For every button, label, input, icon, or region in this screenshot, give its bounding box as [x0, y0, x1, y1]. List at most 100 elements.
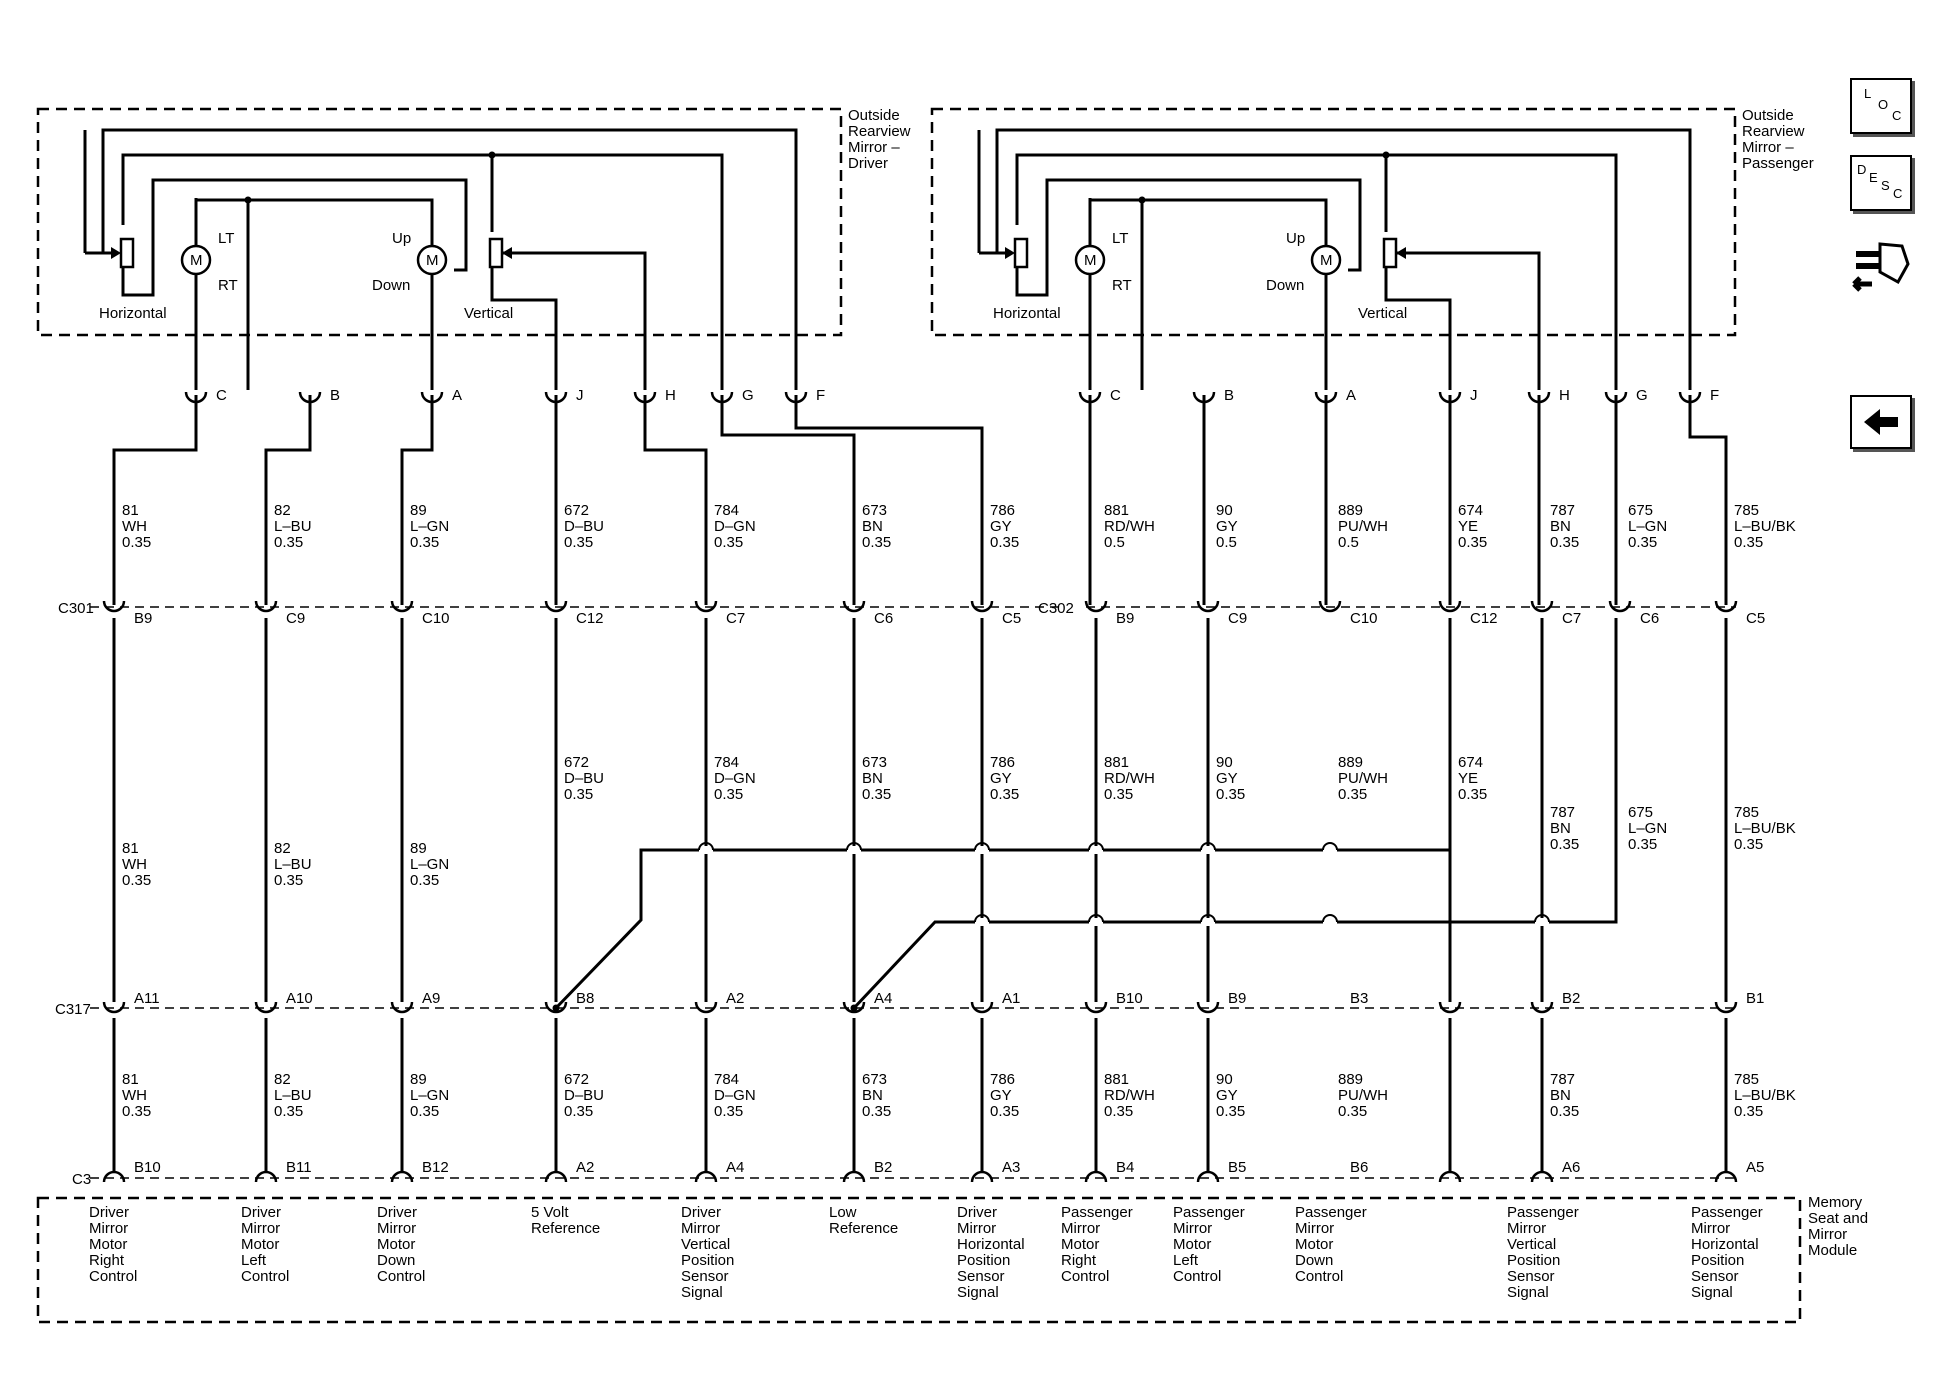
passenger-up-label-line: Up — [1286, 230, 1305, 247]
wire-crossing-gap — [1535, 918, 1549, 926]
driver-pin-label: B — [330, 387, 340, 404]
drv-function-1-line: Driver — [241, 1204, 281, 1221]
pas-function-2-line: Motor — [1295, 1236, 1333, 1253]
pas-c3-pin-1-line: B5 — [1228, 1159, 1246, 1176]
drv-wire-upper-6-line: 786 — [990, 502, 1015, 519]
drv-c3-pin-0: B10 — [134, 1159, 161, 1176]
pas-function-1-line: Motor — [1173, 1236, 1211, 1253]
c317-plug-2 — [390, 1001, 414, 1014]
driver-motor-return — [121, 178, 468, 297]
wire-crossing-gap — [1323, 918, 1337, 926]
pas-function-6-line: Signal — [1691, 1284, 1733, 1301]
arrow-right — [111, 247, 121, 259]
drv-function-4-line: Vertical — [681, 1236, 730, 1253]
c301-plug-6 — [970, 600, 994, 613]
passenger-vertical-label-line: Vertical — [1358, 305, 1407, 322]
back-button[interactable] — [1850, 395, 1912, 449]
driver-up-label: Up — [392, 230, 411, 247]
pas-function-0-line: Right — [1061, 1252, 1097, 1269]
c3-socket-1 — [254, 1170, 278, 1183]
pas-wire-mid-2-line: 0.35 — [1338, 786, 1367, 803]
arrow-right — [1005, 247, 1015, 259]
driver-pot-v-out — [490, 266, 558, 390]
c317-plug-3 — [544, 1001, 568, 1014]
drv-c317-pin-4: A2 — [726, 990, 744, 1007]
passenger-rt-label-line: RT — [1112, 277, 1132, 294]
wire-crossing-gap — [1089, 846, 1103, 854]
driver-title-line: Driver — [848, 155, 888, 172]
connector-view-icon[interactable] — [1850, 232, 1910, 302]
passenger-pin-label-line: J — [1470, 387, 1478, 404]
drv-c3-pin-3: A2 — [576, 1159, 594, 1176]
driver-pot-horizontal — [119, 237, 135, 269]
pas-function-6-line: Mirror — [1691, 1220, 1730, 1237]
drv-wire-lower-3-line: 0.35 — [564, 1103, 593, 1120]
driver-up-label-line: Up — [392, 230, 411, 247]
desc-button[interactable]: D E S C — [1850, 155, 1912, 211]
driver-mirror-box — [36, 107, 843, 337]
passenger-pot-horizontal — [1013, 237, 1029, 269]
arrow-left — [1396, 247, 1406, 259]
pas-function-4-line: Signal — [1507, 1284, 1549, 1301]
pas-wire-mid-4-line: BN — [1550, 820, 1571, 837]
drv-function-1-line: Control — [241, 1268, 289, 1285]
pas-c302-pin-1: C9 — [1228, 610, 1247, 627]
passenger-down-label: Down — [1266, 277, 1304, 294]
drv-c3-pin-1: B11 — [286, 1159, 312, 1176]
drv-wire-lower-5-line: BN — [862, 1087, 883, 1104]
drv-c301-pin-4-line: C7 — [726, 610, 745, 627]
drv-c301-pin-5-line: C6 — [874, 610, 893, 627]
pas-wire-lower-6-line: 0.35 — [1734, 1103, 1763, 1120]
component-boxes — [36, 107, 1802, 1324]
drv-wire-lower-6-line: 0.35 — [990, 1103, 1019, 1120]
drv-c3-pin-4: A4 — [726, 1159, 744, 1176]
pas-wire-mid-4-line: 0.35 — [1550, 836, 1579, 853]
passenger-mirror-box — [930, 107, 1737, 337]
driver-low-ref-loop — [101, 128, 798, 390]
drv-function-4-line: Mirror — [681, 1220, 720, 1237]
passenger-title-line: Outside — [1742, 107, 1794, 124]
motor-label: M — [1320, 252, 1333, 269]
pas-wire-upper-3-line: YE — [1458, 518, 1478, 535]
drv-h — [643, 395, 708, 605]
wire-crossing-hop — [1088, 842, 1104, 851]
passenger-motor-lt-rt — [1074, 244, 1106, 276]
driver-pin-label: C — [216, 387, 227, 404]
c3-socket-0 — [102, 1170, 126, 1183]
loc-button[interactable]: L O C — [1850, 78, 1912, 134]
c301-plug-1 — [254, 600, 278, 613]
drv-wire-mid-5-line: 673 — [862, 754, 887, 771]
driver-pin-label: H — [665, 387, 676, 404]
drv-wire-upper-5-line: 673 — [862, 502, 887, 519]
wire-crossing-gap — [975, 918, 989, 926]
pas-c317-pin-0: B10 — [1116, 990, 1143, 1007]
passenger-pot-vertical — [1382, 237, 1398, 269]
drv-wire-mid-4-line: D–GN — [714, 770, 756, 787]
drv-wire-upper-0-line: 81 — [122, 502, 139, 519]
c301-plug-0 — [102, 600, 126, 613]
drv-wire-mid-0-line: WH — [122, 856, 147, 873]
pas-function-6-line: Passenger — [1691, 1204, 1763, 1221]
driver-motor-common — [194, 198, 248, 246]
wire-crossing-hop — [1534, 914, 1550, 923]
drv-wire-mid-2-line: L–GN — [410, 856, 449, 873]
passenger-up-label: Up — [1286, 230, 1305, 247]
drv-c — [112, 395, 198, 605]
pas-wire-mid-4-line: 787 — [1550, 804, 1575, 821]
pas-c302-pin-1-line: C9 — [1228, 610, 1247, 627]
pas-function-0-line: Control — [1061, 1268, 1109, 1285]
pas-wire-mid-3-line: 674 — [1458, 754, 1483, 771]
drv-c317-pin-6-line: A1 — [1002, 990, 1020, 1007]
